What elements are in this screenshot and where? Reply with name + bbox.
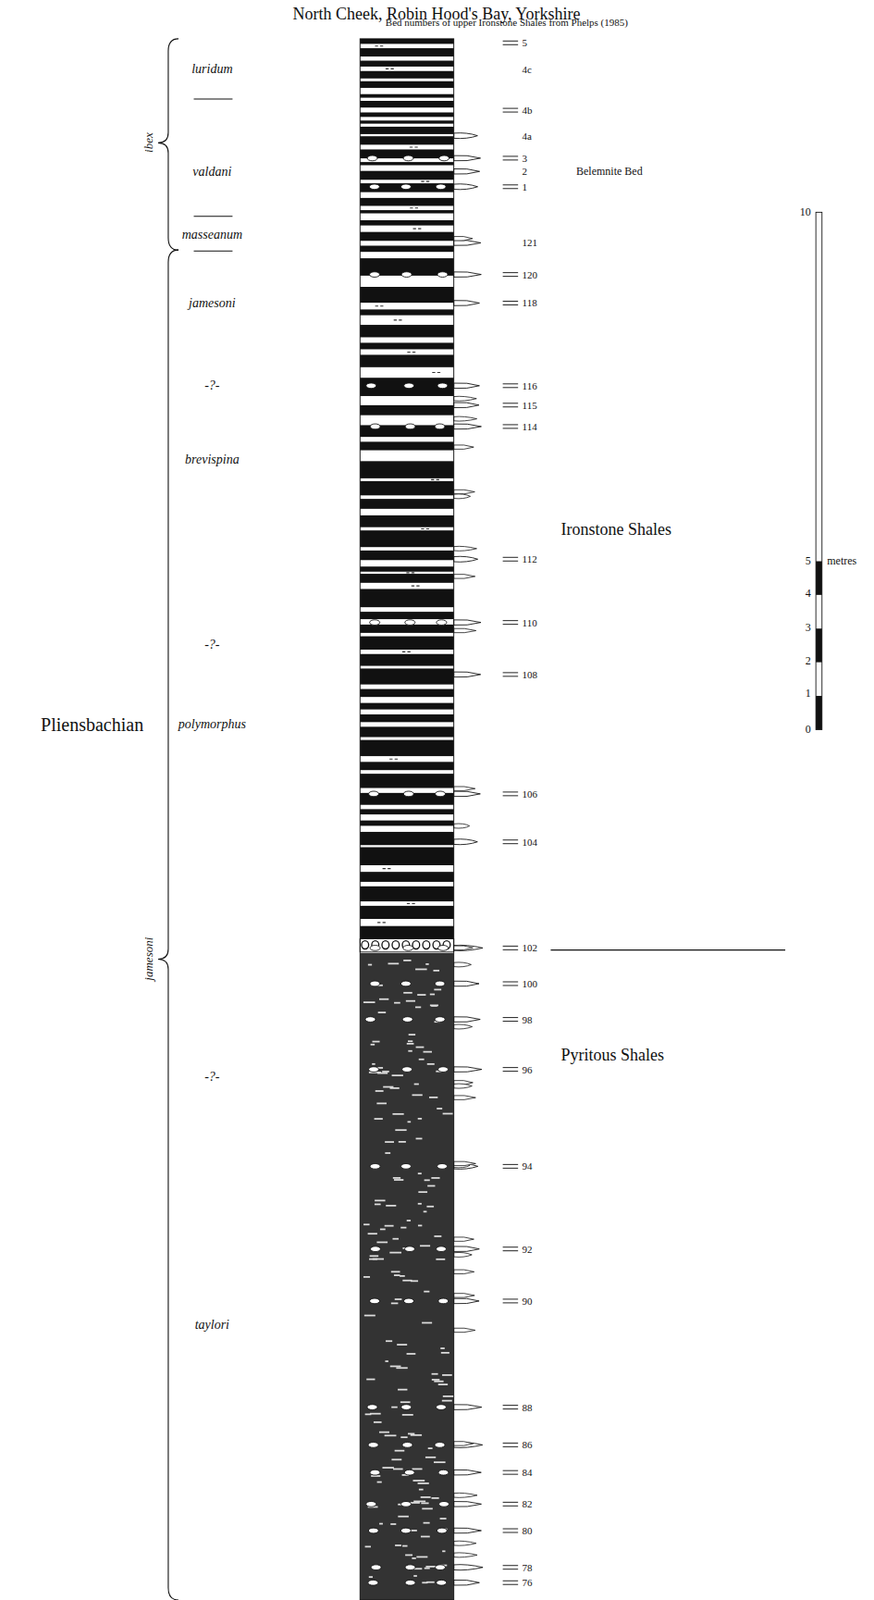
bed-number: 114 xyxy=(522,420,538,432)
label: jamesoni xyxy=(142,936,156,981)
bed-number: 96 xyxy=(522,1063,533,1075)
zone-name: masseanum xyxy=(182,227,243,242)
zone-name: valdani xyxy=(192,164,232,179)
bed-number: 78 xyxy=(522,1561,533,1573)
label: Ironstone Shales xyxy=(560,520,671,540)
label: metres xyxy=(826,554,857,567)
label: 5 xyxy=(805,554,812,567)
bed-number: 76 xyxy=(522,1575,533,1588)
bed-number: 84 xyxy=(522,1465,533,1478)
bed-number: 4c xyxy=(522,63,532,75)
bed-number: 92 xyxy=(522,1243,533,1255)
zone-name: jamesoni xyxy=(188,295,236,310)
label: Pyritous Shales xyxy=(560,1046,665,1065)
label: 4 xyxy=(805,587,812,600)
bed-number: 5 xyxy=(522,36,529,49)
bed-number: 118 xyxy=(522,296,538,308)
zone-name: -?- xyxy=(204,637,220,652)
bed-number: 106 xyxy=(522,787,539,800)
bed-number: 112 xyxy=(522,553,538,565)
bed-number: 2 xyxy=(522,165,529,177)
label: 0 xyxy=(805,723,812,736)
bed-number: 90 xyxy=(522,1294,533,1306)
zone-name: luridum xyxy=(191,61,233,76)
zone-name: polymorphus xyxy=(178,716,247,731)
bed-number: 104 xyxy=(522,836,539,848)
bed-number: 102 xyxy=(522,941,539,953)
bed-number: 86 xyxy=(522,1438,533,1450)
bed-number: 88 xyxy=(522,1401,533,1413)
label: 1 xyxy=(805,687,812,700)
bed-number: 4a xyxy=(522,130,532,142)
bed-number: 116 xyxy=(522,380,538,392)
label: 3 xyxy=(805,621,812,634)
bed-number: 80 xyxy=(522,1524,533,1536)
zone-name: taylori xyxy=(195,1317,230,1331)
bed-number: 121 xyxy=(522,236,539,248)
label: Bed numbers of upper Ironstone Shales fr… xyxy=(385,16,628,28)
bed-number: 98 xyxy=(522,1013,533,1025)
bed-number: 1 xyxy=(522,181,529,193)
bed-number: 4b xyxy=(522,104,533,116)
zone-name: -?- xyxy=(204,378,220,393)
label: ibex xyxy=(142,133,156,154)
column-art xyxy=(158,38,823,1600)
zone-name: -?- xyxy=(204,1069,220,1084)
zone-name: brevispina xyxy=(184,452,240,467)
bed-number: 110 xyxy=(522,616,538,628)
bed-number: 115 xyxy=(522,399,538,411)
bed-number: 100 xyxy=(522,977,539,989)
bed-number: 94 xyxy=(522,1159,533,1171)
label: 10 xyxy=(800,206,812,219)
bed-number: 3 xyxy=(522,152,529,164)
label: 2 xyxy=(805,654,812,667)
label: Belemnite Bed xyxy=(576,165,643,178)
label: Pliensbachian xyxy=(40,713,144,735)
bed-number: 108 xyxy=(522,668,539,680)
bed-number: 82 xyxy=(522,1497,533,1509)
bed-number: 120 xyxy=(522,269,539,281)
